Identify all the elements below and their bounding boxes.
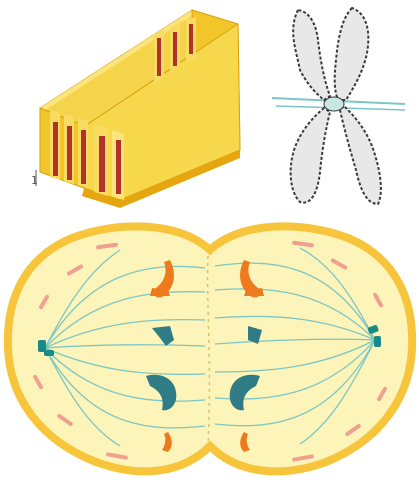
scale-marker-label: 1 (31, 174, 38, 187)
folded-sheet-illustration: 1 (31, 10, 240, 208)
dividing-cell-illustration (8, 226, 412, 471)
scale-marker: 1 (31, 170, 38, 187)
chromosome-illustration (272, 8, 405, 204)
